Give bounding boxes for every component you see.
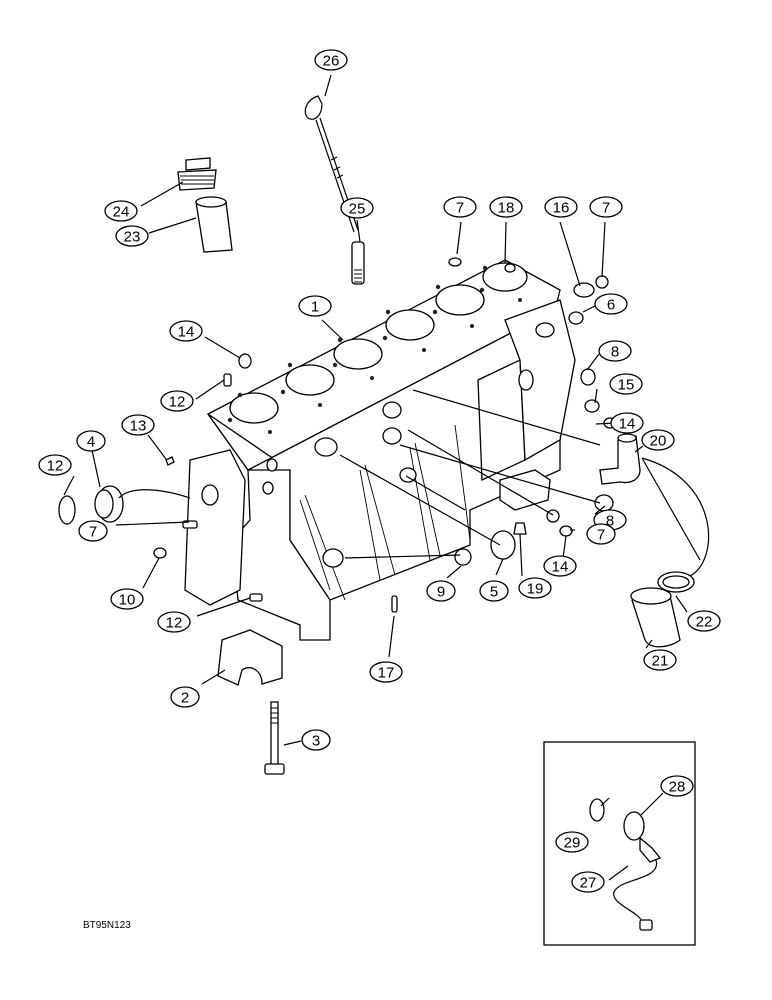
callout-3: 3 [301,729,331,751]
svg-text:7: 7 [602,200,610,217]
svg-text:26: 26 [323,53,340,70]
parts-illustration [58,95,696,946]
svg-text:15: 15 [618,377,635,394]
svg-text:7: 7 [597,527,605,544]
svg-text:8: 8 [606,513,614,530]
callout-4: 4 [76,430,106,452]
callout-8-top: 8 [598,340,632,362]
svg-text:4: 4 [87,434,95,451]
svg-text:12: 12 [47,458,64,475]
callout-22: 22 [687,610,721,632]
svg-text:1: 1 [311,299,319,316]
callout-12-top: 12 [160,390,194,412]
callout-14-left: 14 [169,320,203,342]
callout-2: 2 [170,686,200,708]
callout-26: 26 [314,49,348,71]
dipstick-tube-part [351,241,365,285]
svg-text:25: 25 [349,201,366,218]
svg-text:6: 6 [607,297,615,314]
elbow-fitting-part [599,433,641,485]
svg-text:10: 10 [119,592,136,609]
callout-7-left: 7 [78,520,108,542]
callout-14-right: 14 [610,412,644,434]
callout-13: 13 [121,414,155,436]
svg-text:23: 23 [124,229,141,246]
callout-11: 12 [38,454,72,476]
sensor-part [589,798,662,931]
callout-18: 18 [489,196,523,218]
svg-text:8: 8 [611,344,619,361]
cap-bolt-part [264,701,285,775]
svg-text:7: 7 [89,524,97,541]
callout-1: 1 [298,295,332,317]
callout-19: 19 [518,577,552,599]
callout-9: 9 [426,580,456,602]
svg-text:2: 2 [181,690,189,707]
callout-24: 24 [104,200,138,222]
svg-text:29: 29 [564,835,581,852]
svg-text:12: 12 [166,615,183,632]
svg-text:21: 21 [652,653,669,670]
callout-15: 15 [609,373,643,395]
callout-23: 23 [115,225,149,247]
svg-text:19: 19 [527,581,544,598]
callout-28: 28 [660,775,694,797]
callout-21: 21 [643,649,677,671]
svg-text:24: 24 [113,204,130,221]
callout-10: 10 [110,588,144,610]
callout-27: 27 [571,871,605,893]
svg-text:14: 14 [178,324,195,341]
callout-16: 16 [544,196,578,218]
callouts: 26 24 25 23 7 18 16 7 6 1 14 8 15 12 14 … [38,49,721,893]
svg-text:5: 5 [490,584,498,601]
svg-text:9: 9 [437,584,445,601]
leader-lines [63,74,710,881]
callout-7-right: 7 [586,523,616,545]
callout-20: 20 [641,429,675,451]
callout-12-bottom: 12 [157,611,191,633]
svg-text:27: 27 [580,875,597,892]
front-seal-part [58,485,124,525]
inset-frame [543,741,696,946]
svg-text:17: 17 [378,665,395,682]
svg-text:18: 18 [498,200,515,217]
callout-7-top: 7 [443,196,477,218]
hose-clamp-part [657,571,695,593]
hose-part [630,587,681,648]
svg-text:7: 7 [456,200,464,217]
callout-7-top-right: 7 [589,196,623,218]
svg-text:28: 28 [669,779,686,796]
svg-text:22: 22 [696,614,713,631]
svg-text:12: 12 [169,394,186,411]
svg-text:14: 14 [619,416,636,433]
svg-text:13: 13 [130,418,147,435]
callout-25: 25 [340,197,374,219]
engine-block-part [184,259,576,641]
callout-17: 17 [369,661,403,683]
figure-code: BT95N123 [83,920,131,931]
svg-text:3: 3 [312,733,320,750]
callout-5: 5 [479,580,509,602]
svg-text:16: 16 [553,200,570,217]
callout-14-bottom: 14 [543,555,577,577]
svg-text:14: 14 [552,559,569,576]
bearing-cap-part [217,629,283,686]
svg-text:20: 20 [650,433,667,450]
filter-element-part [177,157,233,253]
callout-6: 6 [594,293,628,315]
callout-29: 29 [555,831,589,853]
